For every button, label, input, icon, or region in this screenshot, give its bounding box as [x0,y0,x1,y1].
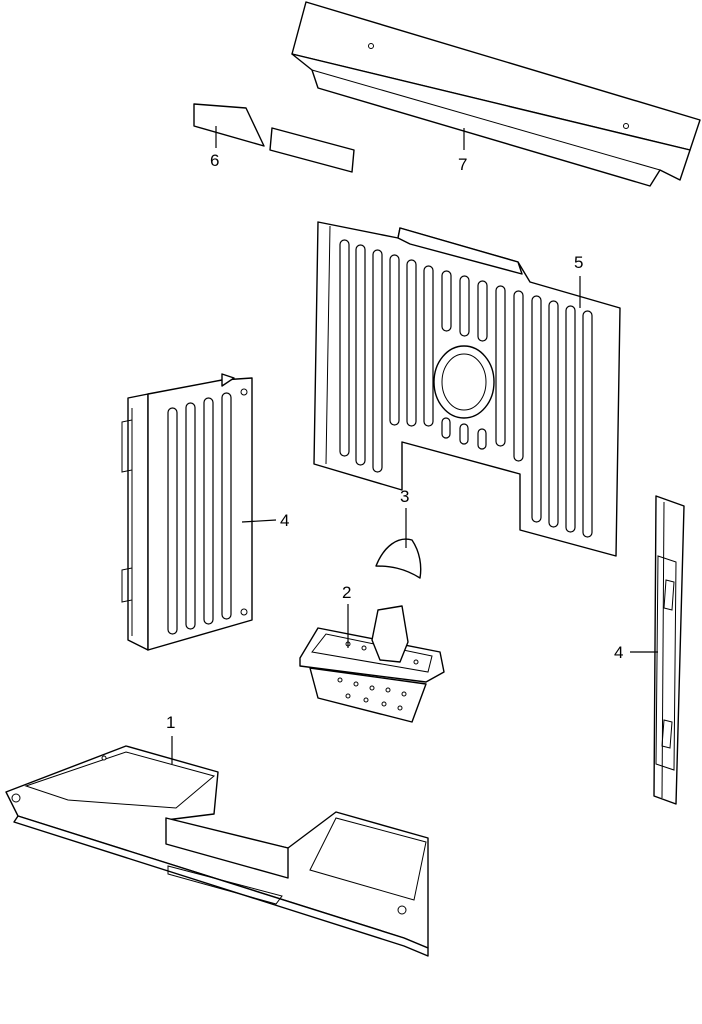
part-7-baffle-rail [291,1,701,187]
part-4-left-side-panel [121,373,253,651]
part-3-deflector [375,538,422,579]
part-4-right-side-panel [653,495,685,805]
callout-4-left: 4 [280,511,289,530]
part-5-back-panel [313,221,621,557]
callout-7: 7 [458,155,467,174]
part-2-grate-basket [299,605,445,723]
callout-4-right: 4 [614,643,623,662]
callout-2: 2 [342,583,351,602]
part-6-small-plates [193,103,355,173]
leader-lines [171,126,658,764]
callout-5: 5 [574,253,583,272]
callout-3: 3 [400,487,409,506]
part-1-base-tray [5,745,429,957]
callout-6: 6 [210,151,219,170]
callout-1: 1 [166,713,175,732]
